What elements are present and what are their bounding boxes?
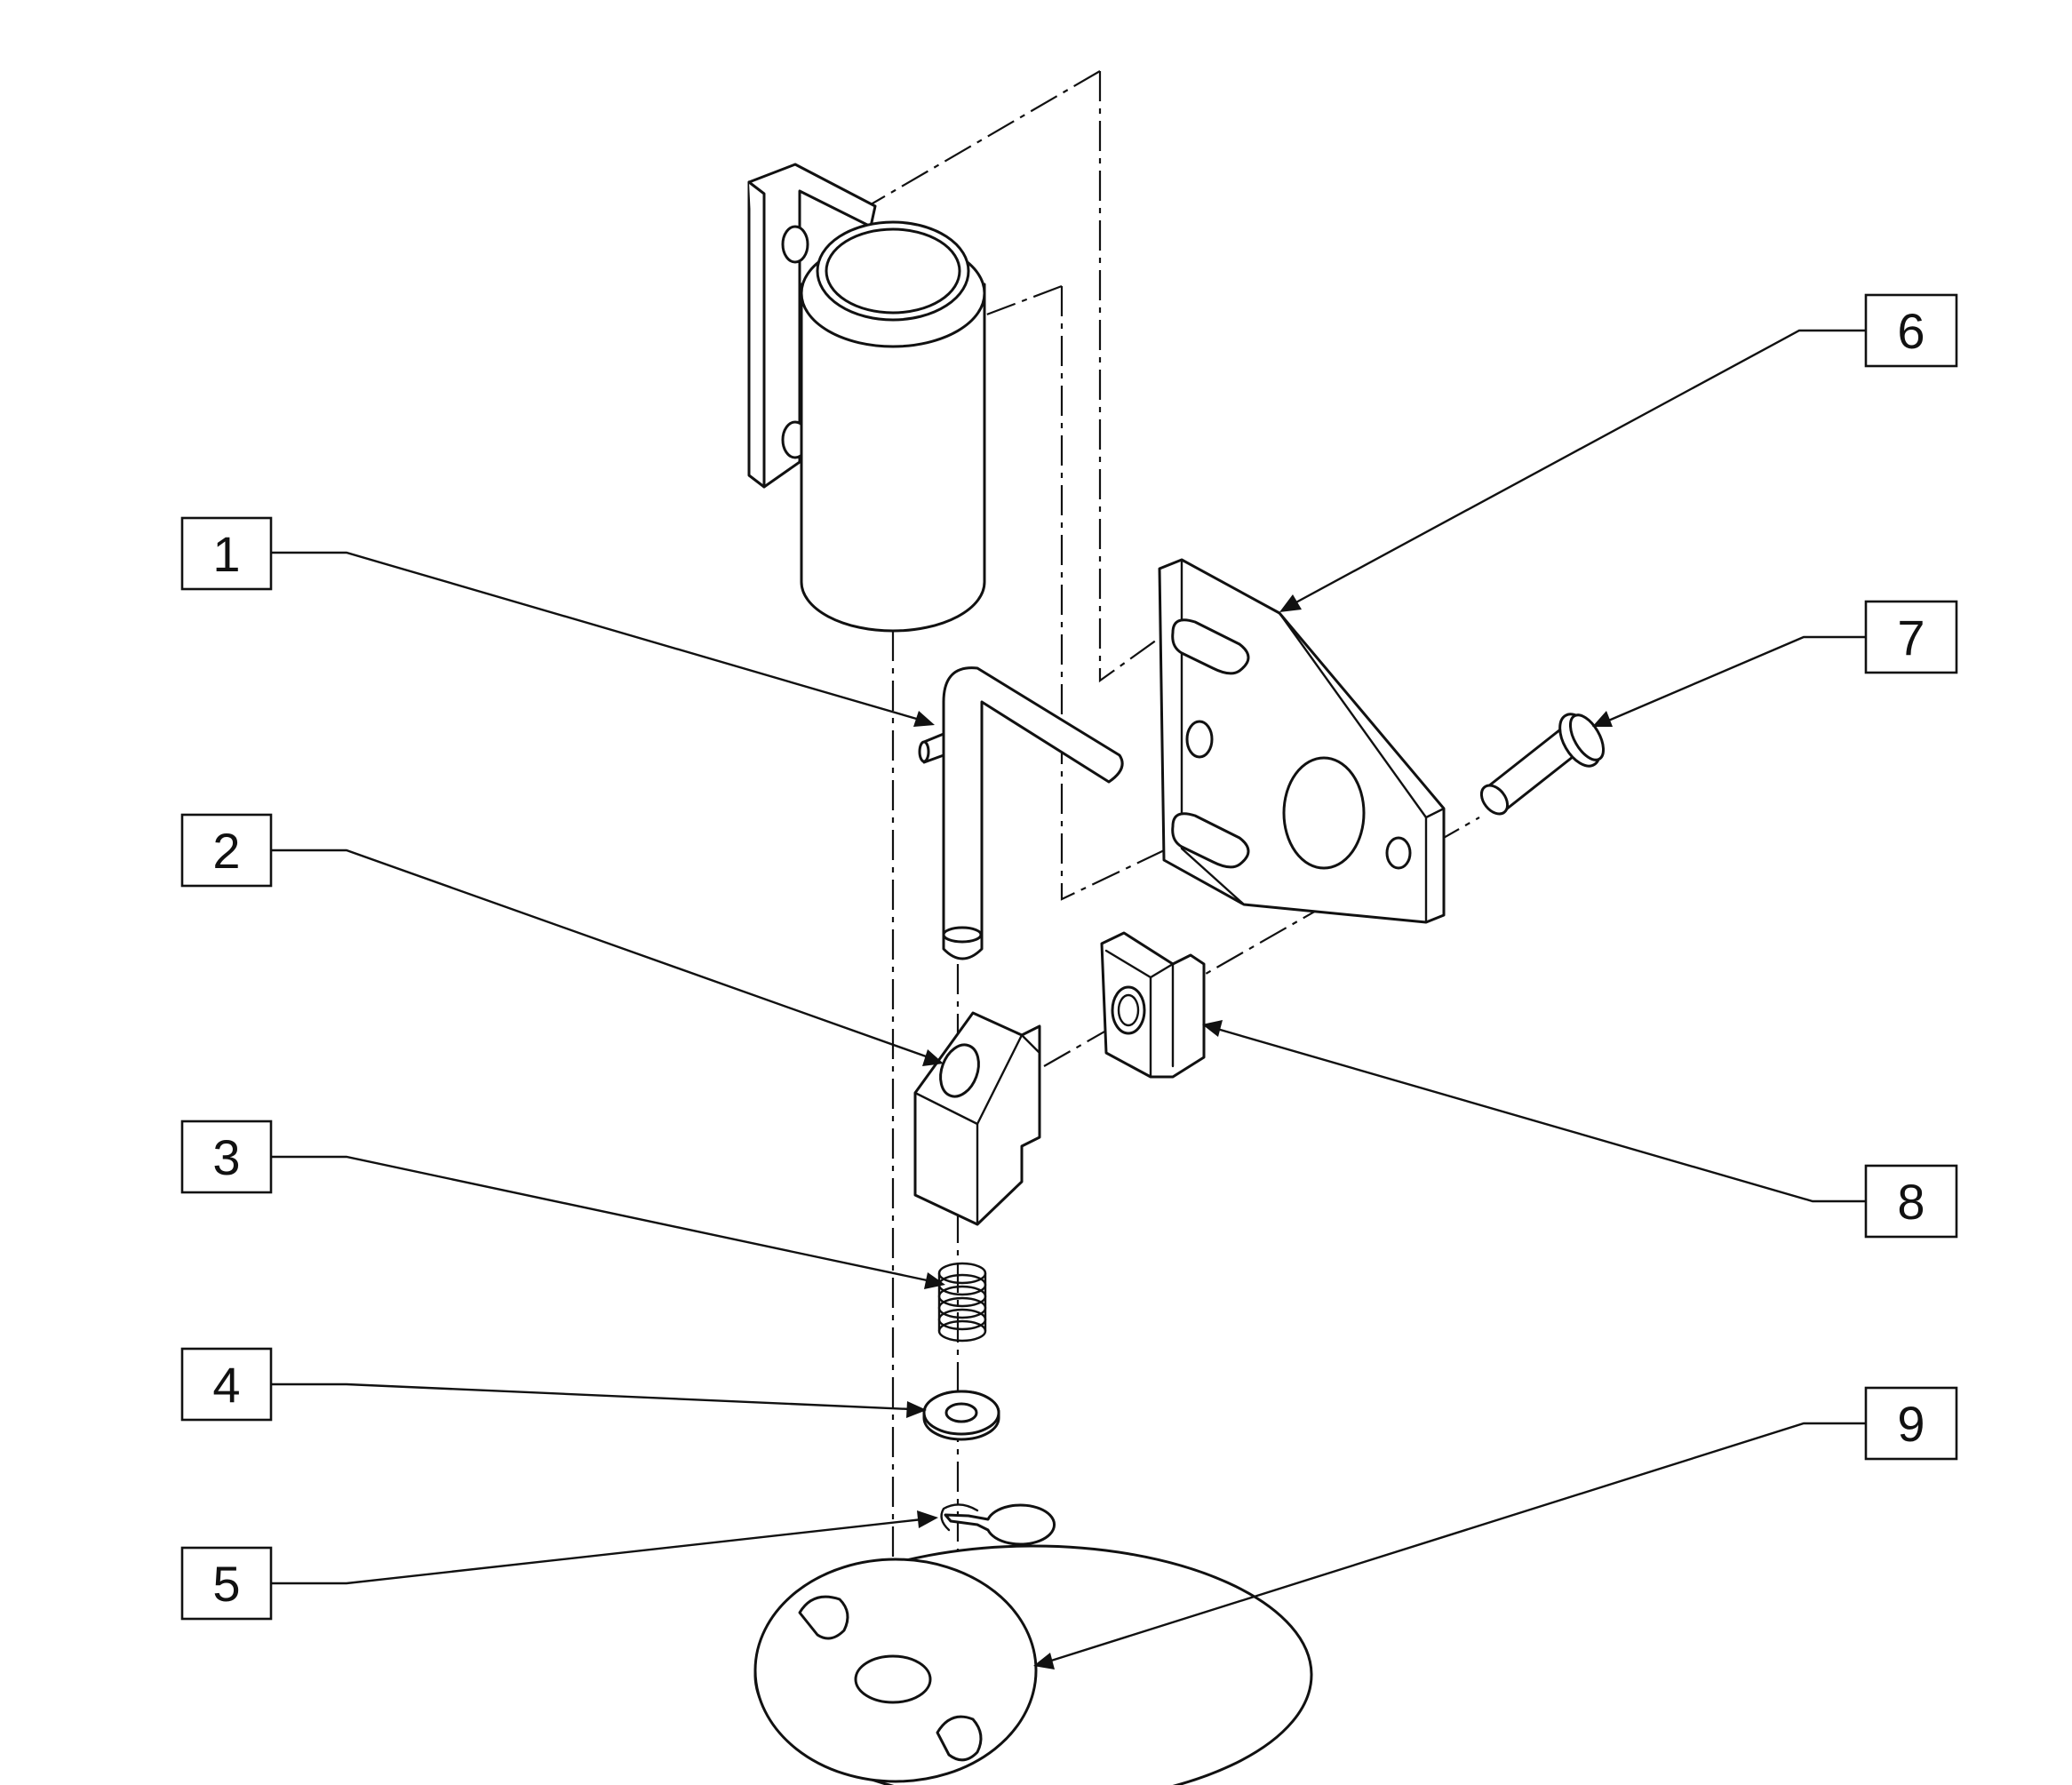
part-1-l-pin: [918, 666, 1124, 960]
housing-cylinder-body: [800, 283, 986, 633]
leader-2: [271, 849, 929, 1059]
plate-corner-edge: [1424, 807, 1446, 819]
bolt-head-face: [1568, 713, 1606, 761]
e-clip-inner: [940, 1503, 979, 1532]
part-2-block: [913, 1011, 1041, 1226]
nut-block-hole: [1111, 985, 1146, 1035]
callout-boxes: 1 2 3 4 5 6 7 8: [180, 293, 1958, 1621]
callout-3: 3: [180, 1120, 273, 1194]
callout-label-3: 3: [212, 1129, 240, 1185]
arrowhead-2: [922, 1049, 944, 1066]
callout-7: 7: [1864, 600, 1958, 674]
callout-box-2: [180, 813, 273, 888]
part-3-spring: [937, 1262, 987, 1343]
callout-box-6: [1864, 293, 1958, 368]
arrowhead-3: [924, 1272, 945, 1289]
callout-9: 9: [1864, 1386, 1958, 1461]
plate-hole-corner: [1385, 836, 1412, 870]
base-disc-center-hole: [854, 1654, 932, 1704]
callout-label-7: 7: [1897, 610, 1925, 665]
leader-8: [1216, 1027, 1866, 1203]
construction-line-inner: [1060, 286, 1178, 901]
callout-4: 4: [180, 1347, 273, 1422]
callout-leaders: [271, 329, 1866, 1669]
leader-5: [271, 1518, 923, 1585]
spring-coil-1: [937, 1262, 987, 1285]
leader-6: [1292, 329, 1866, 606]
callout-6: 6: [1864, 293, 1958, 368]
plate-hole-small: [1185, 720, 1214, 759]
arrowhead-7: [1592, 711, 1613, 727]
callout-box-5: [180, 1546, 273, 1621]
block-hole: [939, 1043, 980, 1098]
callout-box-4: [180, 1347, 273, 1422]
callout-label-1: 1: [212, 526, 240, 582]
part-5-e-clip: [940, 1503, 1056, 1546]
arrowhead-4: [906, 1401, 927, 1418]
arrowhead-5: [917, 1510, 938, 1528]
hinge-housing: [747, 163, 986, 633]
callout-label-9: 9: [1897, 1396, 1925, 1452]
nut-block-edge-2: [1149, 962, 1175, 1068]
leader-3: [271, 1155, 932, 1283]
callout-box-3: [180, 1120, 273, 1194]
housing-bracket-plate: [747, 163, 877, 489]
arrowhead-6: [1279, 594, 1302, 612]
nut-block-body: [1100, 931, 1206, 1079]
bracket-slot-top: [781, 225, 809, 264]
nut-block-hole-inner: [1117, 993, 1140, 1027]
base-disc-notch-bottom: [936, 1715, 983, 1762]
leader-4: [271, 1383, 912, 1411]
leader-9: [1048, 1422, 1866, 1663]
leader-1: [271, 551, 920, 721]
callout-box-8: [1864, 1164, 1958, 1239]
spring-coil-2: [937, 1273, 987, 1296]
callout-2: 2: [180, 813, 273, 888]
callout-label-5: 5: [212, 1556, 240, 1612]
plate-slot-top: [1171, 618, 1250, 675]
part-6-mounting-plate: [1158, 558, 1446, 924]
base-disc-notch-top: [798, 1595, 849, 1640]
callout-1: 1: [180, 516, 273, 591]
bolt-shank-end: [1479, 784, 1510, 816]
callout-label-8: 8: [1897, 1174, 1925, 1230]
callout-box-1: [180, 516, 273, 591]
block-side-edge: [1020, 1033, 1041, 1139]
part-7-bolt: [1479, 713, 1606, 816]
spring-coil-6: [937, 1319, 987, 1343]
l-pin-cross-pin-end: [918, 740, 930, 763]
arrowhead-1: [913, 711, 935, 727]
washer-hole: [944, 1402, 978, 1423]
arrowhead-9: [1033, 1653, 1055, 1669]
spring-coil-5: [937, 1308, 987, 1331]
arrowhead-8: [1202, 1020, 1223, 1037]
callout-label-6: 6: [1897, 303, 1925, 359]
callout-label-2: 2: [212, 823, 240, 879]
callout-label-4: 4: [212, 1357, 240, 1413]
callout-box-9: [1864, 1386, 1958, 1461]
housing-cylinder-bore: [825, 227, 961, 315]
plate-hole-large: [1282, 756, 1366, 870]
spring-coil-3: [937, 1285, 987, 1308]
construction-line-inner-top: [976, 284, 1063, 320]
plate-slot-bottom: [1171, 812, 1250, 869]
e-clip-body: [944, 1503, 1056, 1546]
housing-bracket-face: [747, 180, 766, 489]
part-8-nut-block: [1100, 931, 1206, 1079]
spring-coil-4: [937, 1296, 987, 1319]
part-4-washer: [922, 1390, 1000, 1441]
construction-line-outer: [1098, 71, 1183, 683]
construction-line-outer-top: [865, 70, 1101, 208]
l-pin-body: [942, 666, 1124, 935]
leader-7: [1606, 635, 1866, 723]
part-9-base-disc: [753, 1544, 1313, 1785]
callout-box-7: [1864, 600, 1958, 674]
callout-5: 5: [180, 1546, 273, 1621]
callout-8: 8: [1864, 1164, 1958, 1239]
plate-front-edge: [1180, 558, 1246, 906]
l-pin-tip-end: [942, 926, 983, 944]
